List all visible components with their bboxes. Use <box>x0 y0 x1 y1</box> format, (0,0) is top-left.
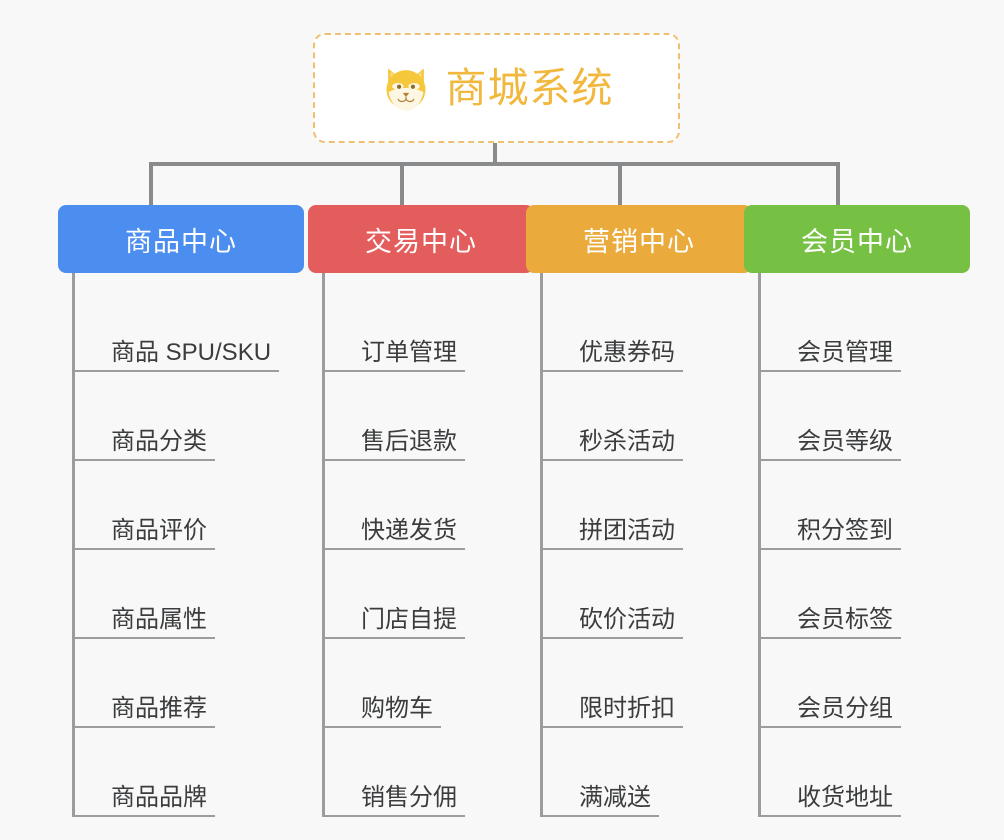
leaf-underline <box>325 726 441 728</box>
leaf-label: 优惠券码 <box>579 338 675 366</box>
list-item[interactable]: 砍价活动 <box>543 550 752 639</box>
leaf-underline <box>75 548 215 550</box>
leaf-label: 订单管理 <box>361 338 457 366</box>
leaf-list-3: 优惠券码 秒杀活动 拼团活动 砍价活动 限时折扣 满减送 <box>540 273 752 817</box>
branch-column-3: 营销中心 优惠券码 秒杀活动 拼团活动 砍价活动 限时折扣 <box>526 205 752 817</box>
leaf-label: 满减送 <box>579 783 651 811</box>
root-node[interactable]: 商城系统 <box>313 33 680 143</box>
leaf-label: 积分签到 <box>797 516 893 544</box>
leaf-list-2: 订单管理 售后退款 快递发货 门店自提 购物车 销售分佣 <box>322 273 534 817</box>
connector-drop-4 <box>836 162 840 207</box>
leaf-underline <box>761 370 901 372</box>
leaf-underline <box>761 637 901 639</box>
connector-drop-3 <box>618 162 622 207</box>
list-item[interactable]: 商品属性 <box>75 550 304 639</box>
leaf-label: 销售分佣 <box>361 783 457 811</box>
leaf-label: 商品品牌 <box>111 783 207 811</box>
leaf-underline <box>325 370 465 372</box>
category-box-marketing-center[interactable]: 营销中心 <box>526 205 752 273</box>
leaf-underline <box>543 548 683 550</box>
leaf-underline <box>75 370 279 372</box>
leaf-underline <box>75 815 215 817</box>
leaf-label: 售后退款 <box>361 427 457 455</box>
leaf-label: 商品评价 <box>111 516 207 544</box>
connector-drop-1 <box>149 162 153 207</box>
shiba-dog-face-icon <box>380 62 432 114</box>
leaf-underline <box>325 637 465 639</box>
leaf-label: 快递发货 <box>361 516 457 544</box>
list-item[interactable]: 快递发货 <box>325 461 534 550</box>
list-item[interactable]: 限时折扣 <box>543 639 752 728</box>
leaf-label: 商品分类 <box>111 427 207 455</box>
leaf-underline <box>325 459 465 461</box>
leaf-label: 收货地址 <box>797 783 893 811</box>
connector-bus <box>149 162 840 166</box>
branch-column-1: 商品中心 商品 SPU/SKU 商品分类 商品评价 商品属性 商品推荐 <box>58 205 304 817</box>
list-item[interactable]: 商品评价 <box>75 461 304 550</box>
list-item[interactable]: 收货地址 <box>761 728 970 817</box>
leaf-underline <box>543 637 683 639</box>
leaf-label: 秒杀活动 <box>579 427 675 455</box>
leaf-underline <box>543 726 683 728</box>
leaf-underline <box>761 815 901 817</box>
list-item[interactable]: 售后退款 <box>325 372 534 461</box>
leaf-label: 商品 SPU/SKU <box>111 338 272 366</box>
connector-drop-2 <box>400 162 404 207</box>
leaf-underline <box>325 815 465 817</box>
list-item[interactable]: 积分签到 <box>761 461 970 550</box>
leaf-label: 会员等级 <box>797 427 893 455</box>
leaf-label: 会员管理 <box>797 338 893 366</box>
list-item[interactable]: 秒杀活动 <box>543 372 752 461</box>
category-box-product-center[interactable]: 商品中心 <box>58 205 304 273</box>
leaf-underline <box>75 637 215 639</box>
leaf-underline <box>543 459 683 461</box>
leaf-list-1: 商品 SPU/SKU 商品分类 商品评价 商品属性 商品推荐 商品品牌 <box>72 273 304 817</box>
leaf-underline <box>75 459 215 461</box>
list-item[interactable]: 商品 SPU/SKU <box>75 283 304 372</box>
category-label: 会员中心 <box>801 226 913 257</box>
list-item[interactable]: 门店自提 <box>325 550 534 639</box>
leaf-underline <box>761 726 901 728</box>
category-label: 交易中心 <box>365 226 477 257</box>
category-label: 营销中心 <box>583 226 695 257</box>
root-title: 商城系统 <box>445 64 614 111</box>
list-item[interactable]: 购物车 <box>325 639 534 728</box>
leaf-underline <box>325 548 465 550</box>
list-item[interactable]: 会员标签 <box>761 550 970 639</box>
leaf-label: 会员分组 <box>797 694 893 722</box>
branch-column-2: 交易中心 订单管理 售后退款 快递发货 门店自提 购物车 <box>308 205 534 817</box>
leaf-underline <box>75 726 215 728</box>
category-box-member-center[interactable]: 会员中心 <box>744 205 970 273</box>
category-box-trade-center[interactable]: 交易中心 <box>308 205 534 273</box>
list-item[interactable]: 会员等级 <box>761 372 970 461</box>
list-item[interactable]: 商品品牌 <box>75 728 304 817</box>
leaf-list-4: 会员管理 会员等级 积分签到 会员标签 会员分组 收货地址 <box>758 273 970 817</box>
list-item[interactable]: 商品推荐 <box>75 639 304 728</box>
connector-stem <box>493 143 497 165</box>
leaf-label: 限时折扣 <box>579 694 675 722</box>
list-item[interactable]: 订单管理 <box>325 283 534 372</box>
list-item[interactable]: 商品分类 <box>75 372 304 461</box>
leaf-label: 购物车 <box>361 694 433 722</box>
leaf-underline <box>761 548 901 550</box>
list-item[interactable]: 会员管理 <box>761 283 970 372</box>
leaf-label: 门店自提 <box>361 605 457 633</box>
leaf-label: 商品推荐 <box>111 694 207 722</box>
list-item[interactable]: 销售分佣 <box>325 728 534 817</box>
leaf-label: 拼团活动 <box>579 516 675 544</box>
leaf-label: 砍价活动 <box>579 605 675 633</box>
leaf-underline <box>543 815 659 817</box>
branch-column-4: 会员中心 会员管理 会员等级 积分签到 会员标签 会员分组 <box>744 205 970 817</box>
leaf-label: 商品属性 <box>111 605 207 633</box>
list-item[interactable]: 优惠券码 <box>543 283 752 372</box>
leaf-label: 会员标签 <box>797 605 893 633</box>
category-label: 商品中心 <box>125 226 237 257</box>
leaf-underline <box>761 459 901 461</box>
list-item[interactable]: 满减送 <box>543 728 752 817</box>
leaf-underline <box>543 370 683 372</box>
list-item[interactable]: 会员分组 <box>761 639 970 728</box>
list-item[interactable]: 拼团活动 <box>543 461 752 550</box>
